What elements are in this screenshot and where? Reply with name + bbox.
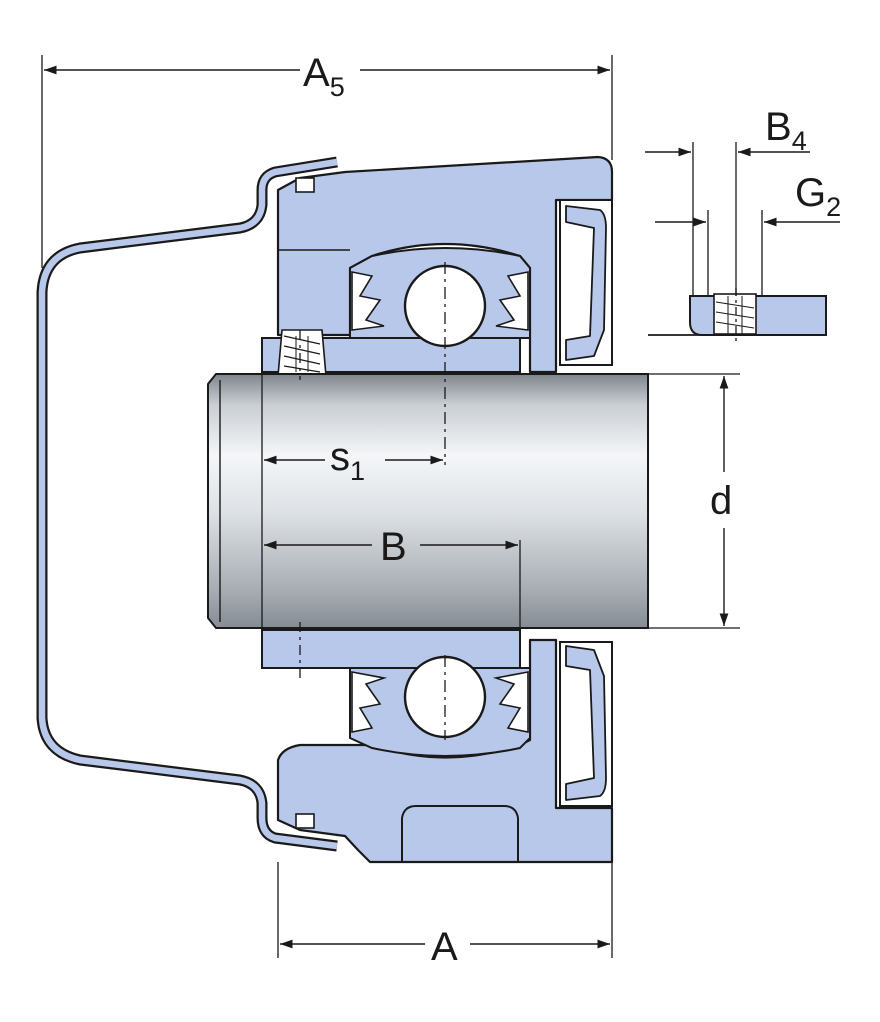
inner-ring-top <box>261 329 521 377</box>
housing-top-groove <box>295 177 315 193</box>
inner-ring-bottom <box>261 629 521 669</box>
label-A: A <box>431 925 458 969</box>
seal-lip-bottom-left <box>351 671 388 733</box>
bearing-bottom <box>349 655 531 757</box>
label-B4: B4 <box>765 105 807 156</box>
housing-bottom-groove <box>295 813 315 829</box>
shaft <box>207 373 649 629</box>
extension-lines <box>41 55 763 958</box>
dimension-lines <box>44 65 840 949</box>
label-A5: A5 <box>303 51 345 102</box>
detail-set-screw <box>648 293 827 336</box>
bearing-top <box>349 247 531 348</box>
seal-cover-bottom <box>559 641 613 807</box>
housing-top-lip <box>277 190 350 251</box>
seal-lip-top-left <box>351 271 385 331</box>
label-G2: G2 <box>795 171 841 222</box>
housing-bottom-body <box>276 638 614 864</box>
label-d: d <box>710 479 732 523</box>
end-cover-fill <box>38 158 338 850</box>
seal-cover-top <box>559 199 613 366</box>
label-B: B <box>380 525 407 569</box>
end-cover <box>36 156 338 852</box>
housing-bottom <box>276 638 614 864</box>
housing-bottom-foot-recess <box>401 805 519 862</box>
label-s1: s1 <box>330 435 365 486</box>
seal-lip-bottom-right <box>492 671 529 733</box>
seal-lip-top-right <box>495 271 529 331</box>
detail-screw <box>713 293 757 335</box>
